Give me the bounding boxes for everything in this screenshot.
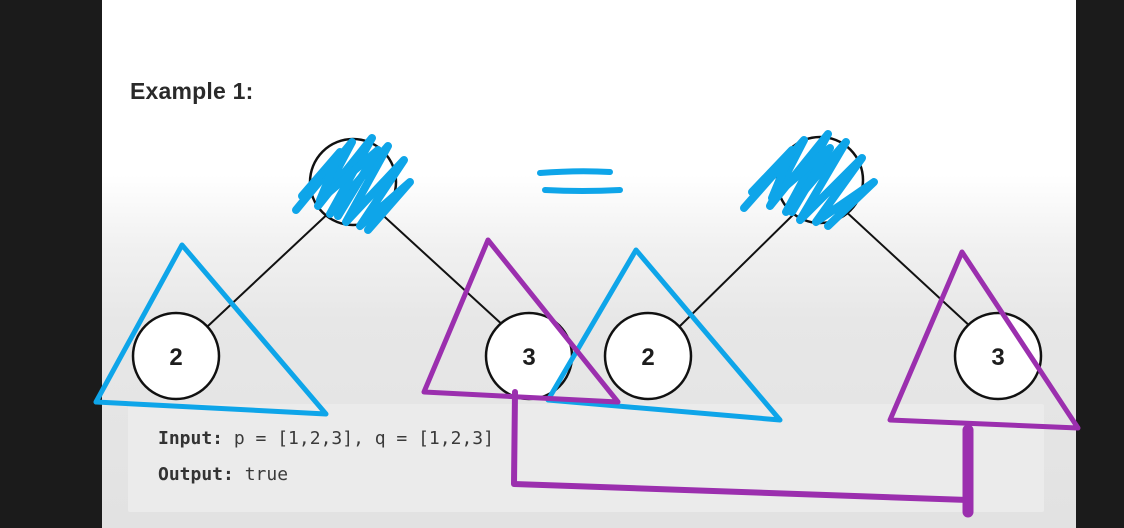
equals-sign-drawing: [537, 168, 623, 194]
output-line: Output: true: [158, 464, 288, 485]
left-node-2-label: 2: [169, 344, 182, 371]
right-node-2-label: 2: [641, 344, 654, 371]
output-value: true: [233, 464, 289, 485]
problem-page: Example 1: Input: p = [1,2,3], q = [1,2,…: [102, 0, 1076, 528]
example-heading: Example 1:: [130, 78, 254, 104]
purple-connector: [511, 389, 971, 503]
right-node-3-label: 3: [991, 344, 1004, 371]
example-code-block: Input: p = [1,2,3], q = [1,2,3] Output: …: [128, 404, 1044, 512]
right-edge-root-left: [679, 207, 801, 327]
input-value: p = [1,2,3], q = [1,2,3]: [223, 428, 494, 449]
right-node-3: [953, 311, 1043, 401]
left-tree-purple-triangle: [421, 237, 621, 405]
right-edge-root-right: [841, 207, 973, 329]
left-node-3-label: 3: [522, 344, 535, 371]
right-tree-purple-triangle: [887, 249, 1081, 431]
left-tree-blue-triangle: [93, 242, 329, 417]
right-letterbox: [1076, 0, 1124, 528]
left-edge-root-left: [207, 207, 335, 327]
left-edge-root-right: [374, 207, 507, 329]
input-line: Input: p = [1,2,3], q = [1,2,3]: [158, 428, 494, 449]
input-label: Input:: [158, 428, 224, 449]
left-node-2: [131, 311, 221, 401]
left-letterbox: [0, 0, 102, 528]
output-label: Output:: [158, 464, 234, 485]
right-node-2: [603, 311, 693, 401]
right-root-scribble: [740, 130, 878, 230]
right-tree-blue-triangle: [545, 247, 783, 423]
left-root-scribble: [292, 134, 414, 234]
